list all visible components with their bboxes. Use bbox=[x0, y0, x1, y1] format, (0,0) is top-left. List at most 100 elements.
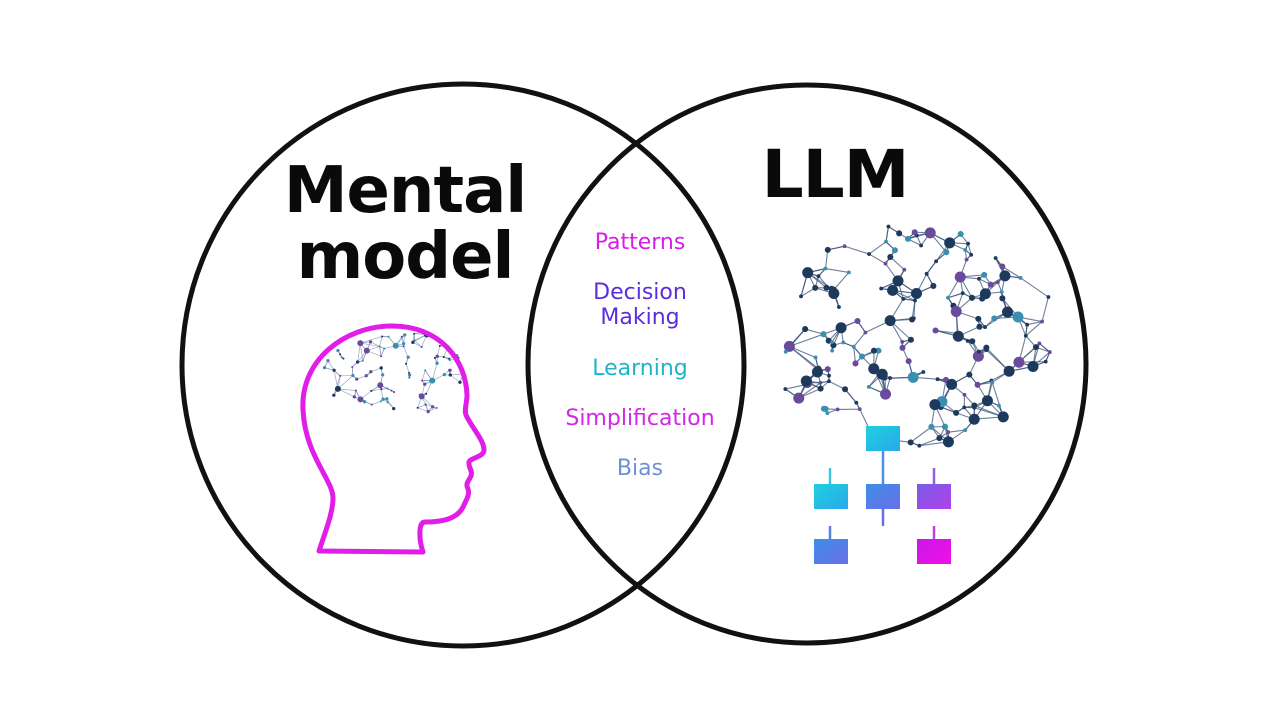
network-node bbox=[339, 353, 341, 355]
network-node bbox=[824, 267, 828, 271]
network-edge bbox=[1042, 297, 1048, 322]
network-node bbox=[942, 424, 948, 430]
network-edge bbox=[404, 346, 409, 357]
network-node bbox=[887, 285, 898, 296]
network-node bbox=[401, 336, 403, 338]
network-node bbox=[841, 341, 845, 345]
network-node bbox=[381, 335, 383, 337]
network-node bbox=[936, 377, 940, 381]
network-node bbox=[906, 358, 912, 364]
intersection-list: Patterns Decision Making Learning Simpli… bbox=[540, 230, 740, 506]
llm-title: LLM bbox=[735, 142, 935, 208]
network-node bbox=[823, 285, 829, 291]
network-node bbox=[883, 377, 887, 381]
network-node bbox=[980, 288, 991, 299]
network-node bbox=[1002, 307, 1013, 318]
network-node bbox=[355, 390, 357, 392]
network-node bbox=[1012, 312, 1023, 323]
network-node bbox=[366, 374, 368, 376]
network-node bbox=[969, 295, 975, 301]
network-node bbox=[421, 346, 423, 348]
network-node bbox=[909, 316, 915, 322]
network-node bbox=[434, 357, 436, 359]
network-edge bbox=[1021, 278, 1049, 297]
network-edge bbox=[372, 401, 381, 404]
network-node bbox=[913, 299, 917, 303]
network-node bbox=[371, 404, 373, 406]
network-node bbox=[403, 333, 406, 336]
network-node bbox=[983, 325, 987, 329]
network-node bbox=[387, 336, 389, 338]
network-node bbox=[385, 397, 388, 400]
tree-node-root bbox=[866, 426, 900, 451]
network-node bbox=[925, 272, 929, 276]
intersection-item-decision-making: Decision Making bbox=[580, 280, 700, 330]
network-node bbox=[886, 225, 890, 229]
mental-model-title-line1: Mental bbox=[270, 158, 540, 224]
network-node bbox=[1037, 341, 1041, 345]
network-node bbox=[443, 356, 445, 358]
network-node bbox=[408, 373, 411, 376]
network-node bbox=[879, 287, 883, 291]
network-node bbox=[899, 345, 905, 351]
network-node bbox=[836, 322, 847, 333]
network-node bbox=[975, 316, 981, 322]
intersection-item-learning: Learning bbox=[540, 356, 740, 381]
network-node bbox=[969, 414, 980, 425]
network-edge bbox=[911, 427, 932, 442]
network-node bbox=[363, 400, 366, 403]
network-node bbox=[351, 366, 353, 368]
network-node bbox=[1044, 360, 1048, 364]
tree-node-level2-left bbox=[814, 484, 848, 509]
network-node bbox=[842, 386, 848, 392]
network-node bbox=[448, 369, 451, 372]
network-edge bbox=[845, 246, 869, 254]
network-node bbox=[818, 386, 824, 392]
network-node bbox=[393, 343, 399, 349]
network-node bbox=[999, 270, 1010, 281]
network-node bbox=[411, 341, 414, 344]
network-node bbox=[990, 381, 994, 385]
network-node bbox=[421, 379, 423, 381]
network-node bbox=[403, 345, 405, 347]
network-node bbox=[419, 393, 425, 399]
network-node bbox=[944, 237, 955, 248]
network-node bbox=[975, 382, 981, 388]
network-node bbox=[326, 359, 329, 362]
network-node bbox=[380, 355, 382, 357]
network-node bbox=[999, 295, 1005, 301]
network-node bbox=[934, 259, 938, 263]
network-node bbox=[827, 379, 831, 383]
network-node bbox=[802, 267, 813, 278]
network-node bbox=[921, 370, 925, 374]
network-node bbox=[1024, 334, 1028, 338]
network-node bbox=[380, 388, 382, 390]
network-edge bbox=[371, 368, 381, 372]
network-node bbox=[379, 345, 381, 347]
network-node bbox=[933, 327, 939, 333]
network-node bbox=[908, 372, 919, 383]
network-edge bbox=[927, 261, 936, 274]
network-node bbox=[977, 350, 981, 354]
network-node bbox=[963, 393, 967, 397]
network-edge bbox=[422, 370, 425, 380]
network-node bbox=[364, 348, 370, 354]
network-node bbox=[963, 248, 967, 252]
tree-node-level3-left bbox=[814, 539, 848, 564]
network-node bbox=[425, 393, 427, 395]
network-node bbox=[1004, 366, 1015, 377]
mental-model-title-line2: model bbox=[270, 224, 540, 290]
network-node bbox=[392, 407, 395, 410]
network-node bbox=[951, 306, 962, 317]
network-node bbox=[429, 378, 435, 384]
network-node bbox=[843, 244, 847, 248]
network-node bbox=[817, 274, 821, 278]
network-node bbox=[431, 405, 434, 408]
network-node bbox=[929, 399, 940, 410]
network-node bbox=[998, 411, 1009, 422]
network-node bbox=[893, 275, 904, 286]
network-edge bbox=[854, 332, 866, 346]
network-node bbox=[925, 227, 936, 238]
network-edge bbox=[380, 337, 383, 347]
